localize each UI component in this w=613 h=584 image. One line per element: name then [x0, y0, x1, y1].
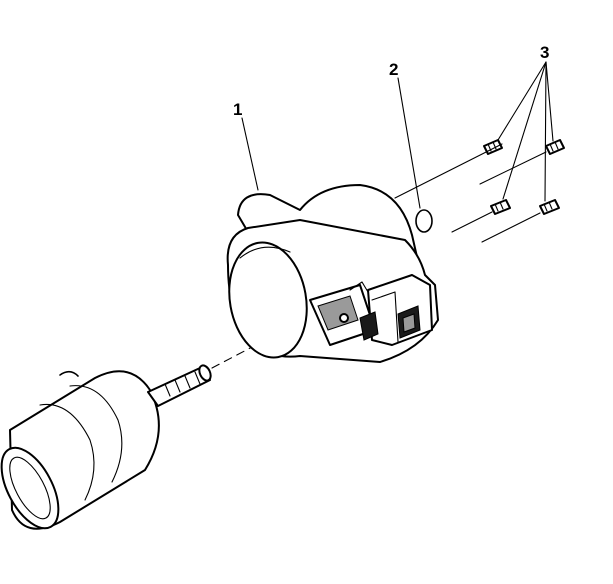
leader-lines [241, 61, 554, 209]
screw-upper-left [394, 139, 503, 199]
screw-upper-right [479, 139, 565, 185]
callout-3: 3 [540, 43, 549, 62]
retaining-ring [415, 209, 433, 233]
screw-lower-left [451, 199, 511, 233]
lock-housing [226, 184, 439, 363]
steering-column-assembly [0, 364, 212, 530]
callout-1: 1 [233, 100, 242, 119]
callout-2: 2 [389, 60, 398, 79]
screw-lower-right [481, 199, 560, 243]
